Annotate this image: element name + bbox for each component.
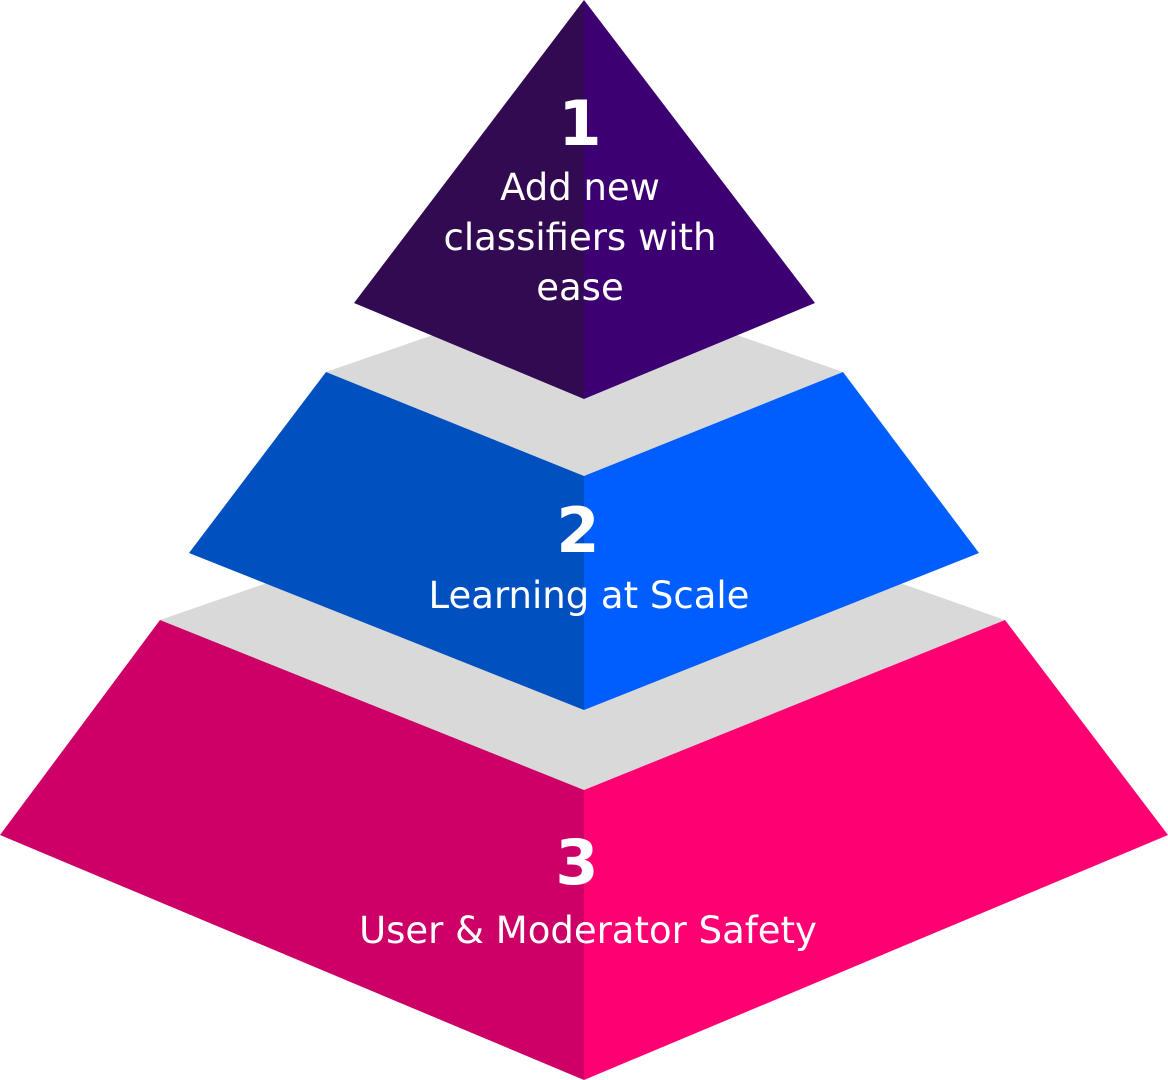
tier-2-shadow — [326, 335, 843, 476]
tier-3-number: 3 — [555, 826, 598, 899]
tier-3-right-face — [584, 620, 1168, 1080]
tier-2-label: Learning at Scale — [429, 574, 750, 617]
tier-2-right-face — [584, 372, 979, 710]
tier-2-left-face — [189, 372, 584, 710]
tier-1-number: 1 — [558, 87, 601, 160]
tier-1-right-face — [584, 0, 815, 399]
tier-1-left-face — [354, 0, 584, 399]
tier-2-number: 2 — [556, 494, 599, 567]
tier-3-left-face — [0, 620, 584, 1080]
tier-3-label: User & Moderator Safety — [359, 909, 817, 952]
tier-1-label-line-3: ease — [536, 266, 623, 309]
tier-1-label-line-2: classifiers with — [444, 216, 717, 259]
tier-1-label-line-1: Add new — [500, 166, 660, 209]
